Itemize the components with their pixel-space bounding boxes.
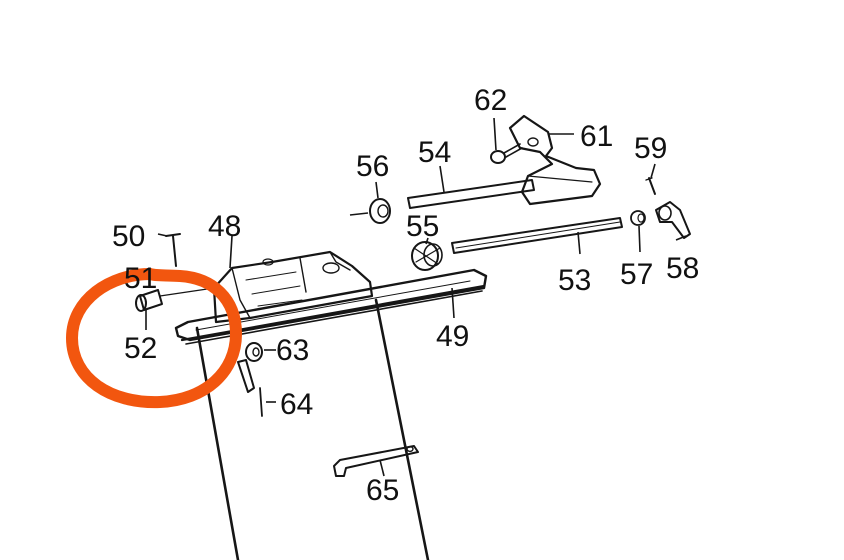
callout-49: 49 <box>436 320 469 353</box>
ring-part-63 <box>245 342 263 362</box>
bracket-part-65 <box>333 445 419 477</box>
leader-lines <box>145 117 687 477</box>
callout-52: 52 <box>124 332 157 365</box>
screw-part-50 <box>165 233 181 267</box>
callout-56: 56 <box>356 150 389 183</box>
shaft-part-54 <box>407 179 535 209</box>
callout-54: 54 <box>418 136 451 169</box>
callout-55: 55 <box>406 210 439 243</box>
highlight-ring <box>65 267 243 409</box>
clip-part-58 <box>655 201 691 239</box>
nut-part-56 <box>369 198 391 224</box>
callout-53: 53 <box>558 264 591 297</box>
lever-part-61 <box>508 114 602 206</box>
support-tube <box>195 298 430 560</box>
callout-51: 51 <box>124 262 157 295</box>
callout-65: 65 <box>366 474 399 507</box>
callout-58: 58 <box>666 252 699 285</box>
bushing-part-57 <box>630 210 646 226</box>
callout-64: 64 <box>280 388 313 421</box>
callout-57: 57 <box>620 258 653 291</box>
spring-part-55 <box>411 241 443 271</box>
sleeve-part-52 <box>135 287 215 312</box>
callout-48: 48 <box>208 210 241 243</box>
pin-part-59 <box>645 177 656 195</box>
callout-labels: 48 49 50 51 52 53 54 55 56 57 58 59 61 6… <box>112 84 699 507</box>
rod-part-53 <box>451 217 623 254</box>
clip-part-64 <box>237 359 263 417</box>
callout-50: 50 <box>112 220 145 253</box>
callout-61: 61 <box>580 120 613 153</box>
callout-63: 63 <box>276 334 309 367</box>
callout-59: 59 <box>634 132 667 165</box>
callout-62: 62 <box>474 84 507 117</box>
screw-part-62 <box>490 143 523 164</box>
